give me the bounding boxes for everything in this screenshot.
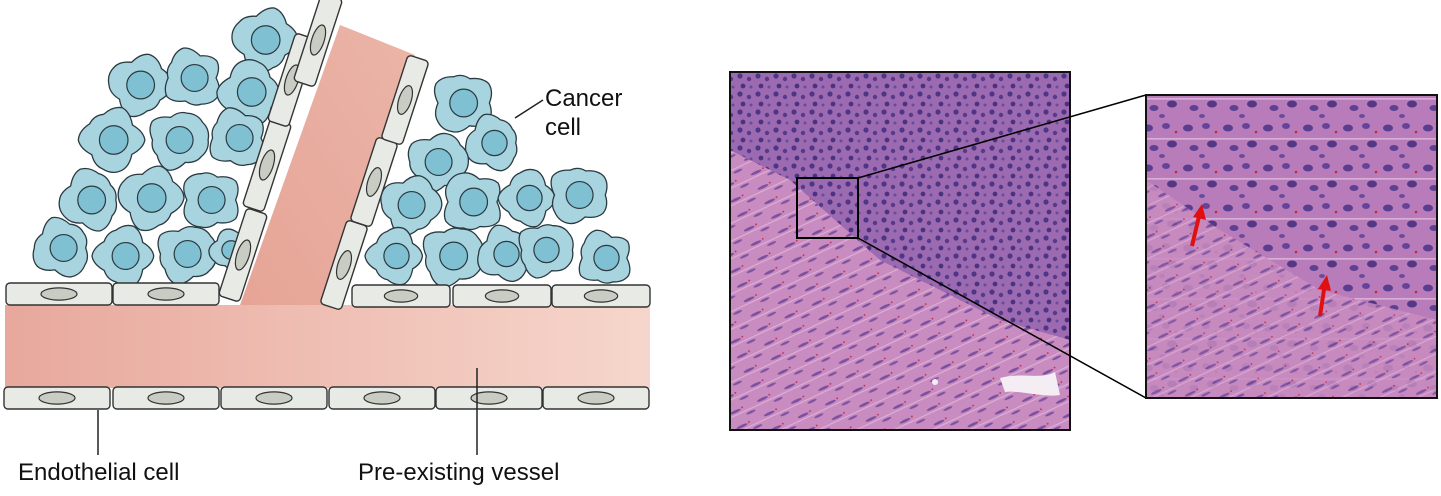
cancer-cell: [497, 168, 556, 228]
cancer-cell-pointer-line: [514, 99, 544, 119]
vessel-cooption-diagram: [3, 0, 651, 455]
histology-zoom-panel: [1145, 94, 1438, 399]
cancer-cell: [58, 167, 118, 232]
pre-existing-vessel-label: Pre-existing vessel: [358, 459, 560, 486]
endothelial-cell: [551, 284, 651, 308]
cancer-cell: [149, 111, 210, 171]
endothelial-cell: [351, 284, 451, 308]
cancer-cell: [464, 113, 518, 172]
histology-main-panel: [729, 71, 1071, 431]
endothelial-cell: [542, 386, 650, 410]
cancer-cell-label-line2: cell: [545, 113, 582, 141]
endothelial-cell: [112, 282, 220, 306]
endothelial-cell: [220, 386, 328, 410]
red-arrow-icon: [1190, 204, 1206, 247]
endothelial-cell: [3, 386, 111, 410]
cancer-cell: [107, 53, 173, 118]
cancer-cell-cluster-left: [32, 7, 299, 288]
cancer-cell: [443, 172, 501, 231]
cancer-cell: [32, 216, 89, 278]
endothelial-cell: [5, 282, 113, 306]
cancer-cell: [380, 175, 443, 237]
endothelial-cell: [452, 284, 552, 308]
endothelial-cell: [435, 386, 543, 410]
cancer-cell: [518, 224, 574, 279]
cancer-cell: [91, 224, 155, 288]
red-arrow-icon: [1318, 275, 1331, 317]
cancer-cell: [578, 229, 631, 284]
endothelial-cell: [112, 386, 220, 410]
endothelial-cell: [293, 0, 343, 87]
histology-figure: [729, 71, 1438, 431]
cancer-cell: [117, 165, 185, 232]
cancer-cell: [209, 107, 265, 166]
endothelial-cell: [381, 55, 429, 145]
endothelial-cells: [3, 0, 651, 410]
cancer-cell: [231, 7, 299, 74]
cancer-cell-label: Cancer cell: [545, 85, 622, 143]
cancer-cell: [422, 227, 484, 288]
endothelial-cell-label: Endothelial cell: [18, 459, 180, 486]
cancer-cell: [183, 172, 239, 229]
zoom-region-box: [796, 177, 859, 239]
cancer-cell: [477, 224, 530, 283]
cancer-cell-label-line1: Cancer: [545, 85, 623, 112]
cancer-cell: [77, 106, 146, 173]
endothelial-cell: [328, 386, 436, 410]
zoom-connector-bottom: [857, 237, 1147, 399]
zoom-connector-top: [857, 94, 1147, 179]
cancer-cell: [164, 47, 220, 106]
cancer-cell: [157, 225, 218, 285]
vessel-lumen: [5, 25, 650, 388]
endothelial-cell: [218, 208, 268, 302]
cancer-cell: [364, 226, 424, 286]
cancer-cell: [550, 167, 608, 225]
cancer-cell-cluster-right: [364, 74, 631, 288]
